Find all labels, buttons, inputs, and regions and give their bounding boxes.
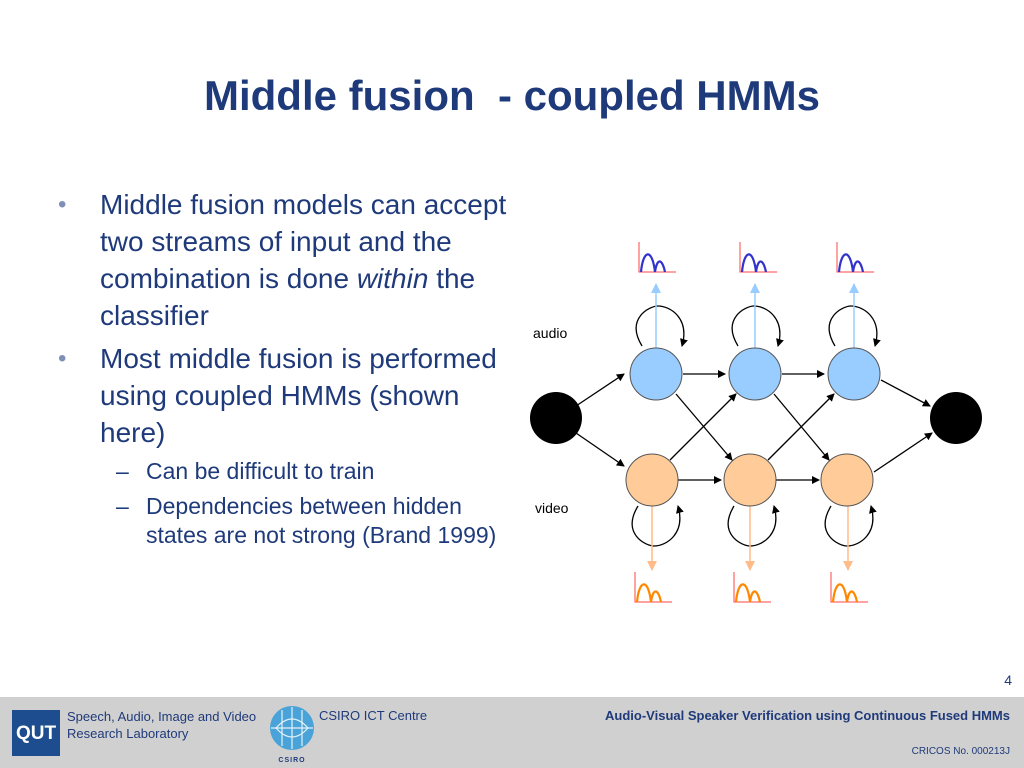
video-pdf-icon — [634, 572, 672, 603]
csiro-logo-text: CSIRO — [278, 757, 305, 764]
transition-arrow — [767, 393, 835, 461]
audio-self-loop — [828, 305, 881, 347]
bullet-symbol: • — [58, 191, 67, 218]
audio-state-node — [728, 347, 782, 401]
bullet-list: • Middle fusion models can accept two st… — [58, 186, 508, 550]
bullet-symbol: • — [58, 345, 67, 372]
lab-name: Speech, Audio, Image and Video Research … — [67, 709, 257, 741]
transition-arrow — [575, 373, 625, 407]
cricos-number: CRICOS No. 000213J — [911, 746, 1010, 757]
video-state-node — [820, 453, 874, 507]
video-label: video — [535, 500, 569, 516]
slide-title: Middle fusion - coupled HMMs — [204, 72, 820, 119]
audio-self-loop — [731, 305, 784, 347]
coupled-hmm-diagram: audio video — [530, 242, 982, 603]
audio-state-node — [827, 347, 881, 401]
end-node — [930, 392, 982, 444]
qut-logo: QUT — [12, 710, 60, 756]
transition-arrow — [873, 432, 933, 473]
audio-pdf-icon — [836, 242, 874, 273]
sub-bullet-text: Can be difficult to train — [146, 458, 375, 484]
video-self-loop — [824, 505, 877, 547]
video-self-loop — [631, 505, 684, 547]
video-pdf-icon — [830, 572, 868, 603]
video-self-loop — [727, 505, 780, 547]
transition-arrow — [575, 432, 625, 467]
sub-bullet-symbol: – — [116, 493, 129, 519]
sub-bullet-symbol: – — [116, 458, 129, 484]
bullet-text: the classifier — [100, 263, 476, 331]
audio-state-node — [629, 347, 683, 401]
bullet-item: • Middle fusion models can accept two st… — [58, 186, 508, 334]
audio-pdf-icon — [739, 242, 777, 273]
video-state-node — [625, 453, 679, 507]
audio-pdf-icon — [638, 242, 676, 273]
page-number: 4 — [1004, 672, 1012, 688]
video-pdf-icon — [733, 572, 771, 603]
audio-self-loop — [635, 305, 688, 347]
sub-bullet-item: – Dependencies between hidden states are… — [58, 492, 508, 550]
bullet-item: • Most middle fusion is performed using … — [58, 340, 508, 451]
audio-label: audio — [533, 325, 567, 341]
sub-bullet-item: – Can be difficult to train — [58, 457, 508, 486]
bullet-text-italic: within — [356, 263, 429, 294]
csiro-centre-label: CSIRO ICT Centre — [319, 708, 428, 723]
bullet-text: Most middle fusion is performed using co… — [100, 343, 497, 448]
transition-arrow — [669, 393, 737, 461]
qut-logo-text: QUT — [15, 723, 57, 744]
transition-arrow — [880, 379, 931, 407]
start-node — [530, 392, 582, 444]
sub-bullet-text: Dependencies between hidden states are n… — [146, 493, 497, 548]
transition-arrow — [675, 393, 733, 461]
csiro-logo: CSIRO — [270, 706, 314, 764]
footer-bar — [0, 697, 1024, 768]
bullet-text: Middle fusion models can accept two stre… — [100, 189, 507, 294]
video-state-node — [723, 453, 777, 507]
presentation-title: Audio-Visual Speaker Verification using … — [605, 708, 1010, 723]
